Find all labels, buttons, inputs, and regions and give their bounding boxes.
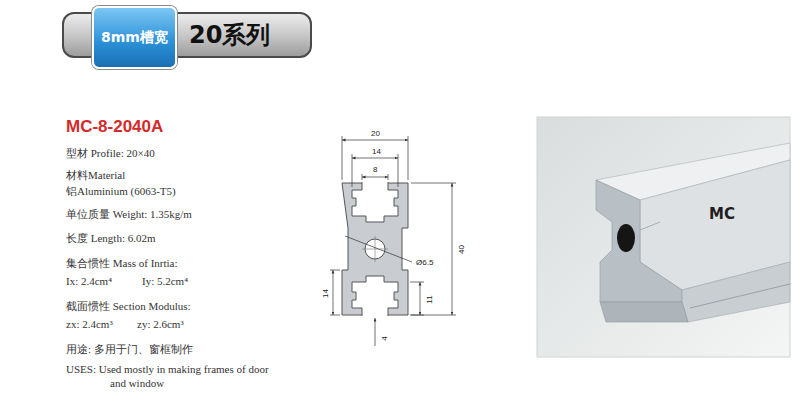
spec-text: Ix: 2.4cm⁴ [66,275,112,288]
dimension-lines [330,136,456,346]
spec-text: zx: 2.4cm³ [66,318,113,331]
spec-text: 型材 Profile: 20×40 [66,147,155,160]
slot-badge: 8mm槽宽 [92,6,177,69]
slot-width: 8mm槽宽 [101,29,168,46]
series-bar: 20系列 8mm槽宽 [62,12,312,58]
spec-text: USES: Used mostly in making frames of do… [66,362,278,390]
spec-text: 单位质量 Weight: 1.35kg/m [66,208,192,221]
dimension: 8 [373,165,377,174]
spec-text: 截面惯性 Section Modulus: [66,300,191,313]
dimension: 20 [371,129,380,138]
dimension: 14 [321,289,330,298]
spec-text: zy: 2.6cm³ [137,318,184,331]
dimension: 4 [380,336,389,340]
spec-text: 材料Material [66,169,125,182]
product-code: MC-8-2040A [66,117,163,137]
brand-mark: MC [709,205,735,223]
dimension: 11 [425,295,434,303]
spec-text: 集合惯性 Mass of Inrtia: [66,257,178,270]
product-photo [537,117,790,357]
dimension: 14 [372,147,381,156]
dimension: 40 [457,245,466,254]
spec-text: 长度 Length: 6.02m [66,232,156,245]
spec-text: 铝Aluminium (6063-T5) [66,185,176,198]
spec-text: Iy: 5.2cm⁴ [142,275,188,288]
spec-text: 用途: 多用于门、窗框制作 [66,343,193,356]
section [342,182,408,316]
dimension: Ø6.5 [416,258,433,267]
series-name: 20系列 [189,21,270,49]
